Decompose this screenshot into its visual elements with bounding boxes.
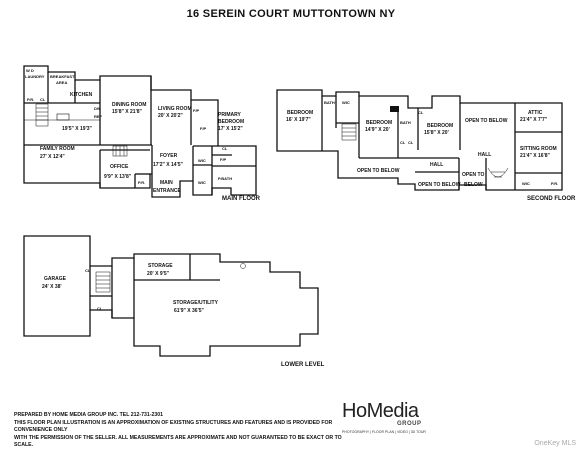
fp2-label: F/P (200, 126, 207, 131)
second-floor-label: SECOND FLOOR (527, 196, 576, 202)
kitchen-dim: 19'5" X 19'3" (62, 126, 93, 132)
disclaimer-line2: THIS FLOOR PLAN ILLUSTRATION IS AN APPRO… (14, 419, 333, 434)
garage-dim: 24' X 38' (42, 284, 62, 290)
breakfast-label: BREAKFAST (50, 74, 75, 79)
homedia-logo: HoMedia GROUP PHOTOGRAPHY | FLOOR PLAN |… (342, 400, 432, 434)
storage-util-label: STORAGE/UTILITY (173, 300, 219, 306)
family-label: FAMILY ROOM (40, 146, 75, 152)
office-dim: 9'9" X 13'8" (104, 174, 132, 180)
open-below1-label: OPEN TO BELOW (465, 118, 508, 124)
open-below3-label: OPEN TO BELOW (418, 182, 461, 188)
disclaimer-line1: PREPARED BY HOME MEDIA GROUP INC. TEL 21… (14, 412, 164, 418)
hall1-label: HALL (430, 162, 443, 168)
foyer-label: FOYER (160, 153, 178, 159)
page-title: 16 SEREIN COURT MUTTONTOWN NY (186, 8, 396, 20)
area-label: AREA (56, 80, 67, 85)
hall2-label: HALL (478, 152, 491, 158)
garage-label: GARAGE (44, 276, 67, 282)
family-dim: 27' X 12'4" (40, 154, 65, 160)
bedroom1-label: BEDROOM (287, 110, 313, 116)
wic2-label: WIC (522, 181, 530, 186)
living-dim: 20' X 20'2" (158, 113, 183, 119)
wic-label: WIC (198, 158, 206, 163)
second-floor-walls (276, 89, 563, 191)
ref-label: REF (94, 114, 103, 119)
mls-credit: OneKey MLS (534, 440, 576, 447)
bedroom3-label: BEDROOM (427, 123, 453, 129)
laundry-label: LAUNDRY (25, 74, 45, 79)
storage-util-dim: 61'9" X 36'5" (174, 308, 205, 314)
primary-bedroom-label: BEDROOM (218, 119, 244, 125)
office-label: OFFICE (110, 164, 129, 170)
open-below2-label: OPEN TO BELOW (357, 168, 400, 174)
primary-label: PRIMARY (218, 112, 242, 118)
cl3-label: CL (408, 140, 414, 145)
living-label: LIVING ROOM (158, 106, 192, 112)
cl1-label: CL (85, 268, 91, 273)
main-floor-label: MAIN FLOOR (222, 196, 260, 202)
foyer-dim: 17'2" X 14'5" (153, 162, 184, 168)
pr-label: P.R. (27, 97, 34, 102)
lower-level-labels: GARAGE 24' X 38' STORAGE 20' X 9'5" STOR… (42, 263, 219, 314)
main-floor-labels: W D LAUNDRY BREAKFAST AREA KITCHEN 19'5"… (25, 68, 244, 194)
bedroom2-label: BEDROOM (366, 120, 392, 126)
cl1-label: CL (418, 110, 424, 115)
disclaimer-line3: WITH THE PERMISSION OF THE SELLER. ALL M… (14, 434, 342, 449)
main-floor-walls (23, 65, 257, 198)
open-below4a-label: OPEN TO (462, 172, 485, 178)
open-below4b-label: BELOW (464, 182, 483, 188)
bath2-label: BATH (400, 120, 411, 125)
bath1-label: BATH (324, 100, 335, 105)
fp3-label: F/P (220, 157, 227, 162)
storage-label: STORAGE (148, 263, 173, 269)
bedroom3-dim: 15'8" X 20' (424, 130, 449, 136)
dining-label: DINING ROOM (112, 102, 146, 108)
lower-level-walls (23, 235, 319, 357)
dw-label: DW (94, 106, 101, 111)
bedroom2-dim: 14'9" X 20' (365, 127, 390, 133)
second-floor-labels: BEDROOM 16' X 19'7" BATH WIC BEDROOM 14'… (286, 100, 558, 188)
pr-label: P.R. (551, 181, 558, 186)
storage-dim: 20' X 9'5" (147, 271, 170, 277)
pbath-label: P.BATH (218, 176, 232, 181)
logo-tagline: PHOTOGRAPHY | FLOOR PLAN | VIDEO | 3D TO… (342, 430, 426, 434)
primary-dim: 17' X 15'2" (218, 126, 243, 132)
pr2-label: P.R. (138, 180, 145, 185)
disclaimer: PREPARED BY HOME MEDIA GROUP INC. TEL 21… (14, 412, 344, 450)
fp-label: F/P (193, 108, 200, 113)
logo-sub-text: GROUP (397, 421, 422, 427)
sitting-label: SITTING ROOM (520, 146, 557, 152)
entrance-label: ENTRANCE (153, 188, 181, 194)
kitchen-label: KITCHEN (70, 92, 93, 98)
logo-main-text: HoMedia (342, 400, 419, 422)
cl-label: CL (40, 97, 46, 102)
wic1-label: WIC (342, 100, 350, 105)
wd-label: W D (26, 68, 34, 73)
cl2-label: CL (97, 306, 103, 311)
attic-dim: 21'4" X 7'7" (520, 117, 548, 123)
wic2-label: WIC (198, 180, 206, 185)
sitting-dim: 21'4" X 16'8" (520, 153, 551, 159)
attic-label: ATTIC (528, 110, 543, 116)
main-label: MAIN (160, 180, 173, 186)
cl2-label: CL (400, 140, 406, 145)
lower-level-label: LOWER LEVEL (281, 362, 325, 368)
cl2-label: CL (222, 146, 228, 151)
dining-dim: 15'8" X 21'8" (112, 109, 143, 115)
bedroom1-dim: 16' X 19'7" (286, 117, 311, 123)
